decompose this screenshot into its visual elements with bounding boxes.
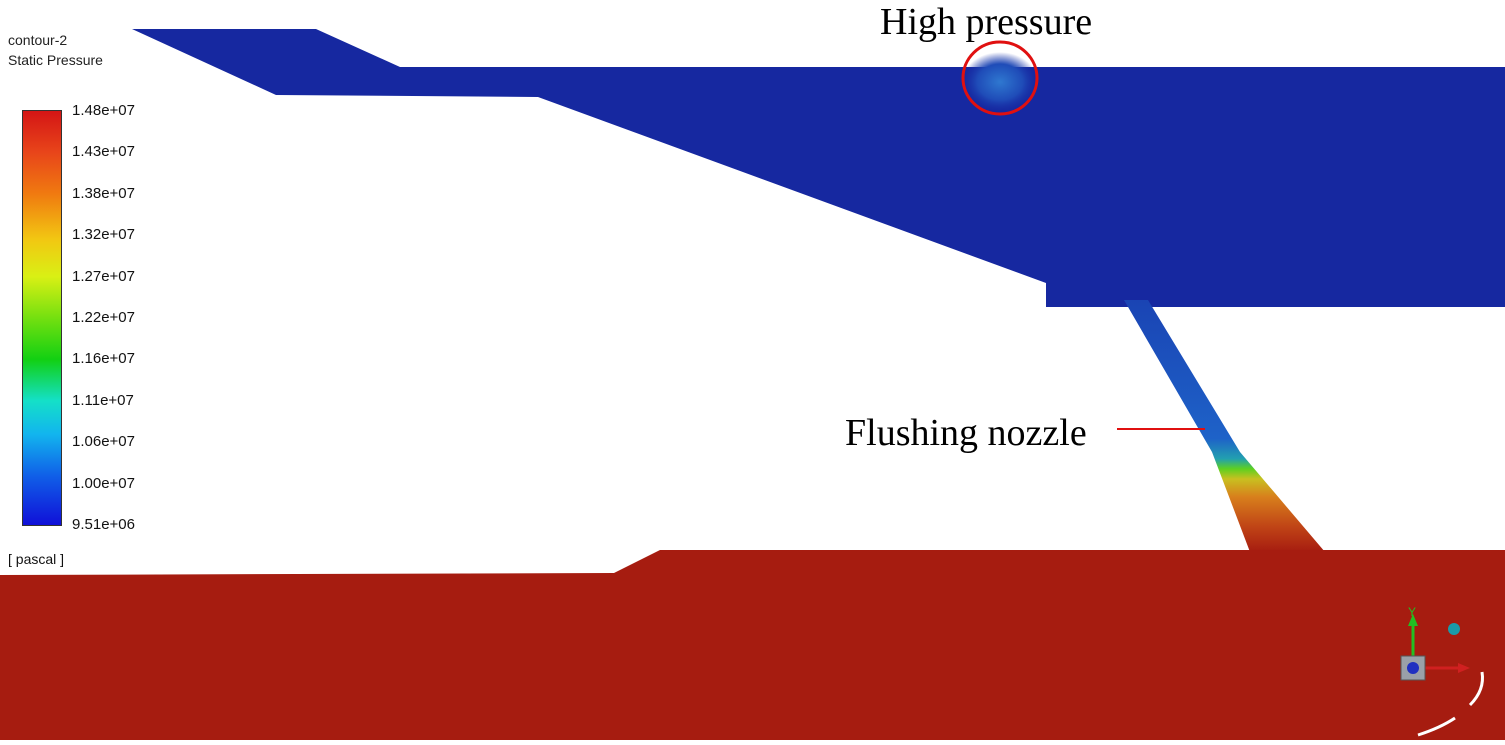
colorbar-tick: 1.48e+07 <box>72 102 135 119</box>
colorbar-tick: 1.11e+07 <box>72 392 134 409</box>
pressure-colorbar <box>22 110 62 526</box>
legend-variable: Static Pressure <box>8 52 103 68</box>
legend-title: contour-2 <box>8 32 68 48</box>
colorbar-tick: 1.22e+07 <box>72 309 135 326</box>
axis-triad-icon[interactable]: Y <box>1400 605 1484 737</box>
colorbar-tick: 1.38e+07 <box>72 185 135 202</box>
flushing-nozzle-channel <box>1124 300 1325 552</box>
flushing-nozzle-label: Flushing nozzle <box>845 412 1087 454</box>
colorbar-tick: 9.51e+06 <box>72 516 135 533</box>
lower-flow-domain <box>0 550 1505 740</box>
colorbar-tick: 1.16e+07 <box>72 350 135 367</box>
colorbar-tick: 1.27e+07 <box>72 268 135 285</box>
svg-text:Y: Y <box>1408 605 1416 619</box>
colorbar-tick: 1.06e+07 <box>72 433 135 450</box>
high-pressure-marker-circle <box>961 40 1039 116</box>
high-pressure-spot <box>962 52 1038 112</box>
colorbar-tick: 1.32e+07 <box>72 226 135 243</box>
colorbar-unit: [ pascal ] <box>8 551 65 567</box>
upper-flow-domain <box>132 29 1505 307</box>
colorbar-tick: 1.43e+07 <box>72 143 135 160</box>
high-pressure-label: High pressure <box>880 1 1093 43</box>
colorbar-tick: 1.00e+07 <box>72 475 135 492</box>
